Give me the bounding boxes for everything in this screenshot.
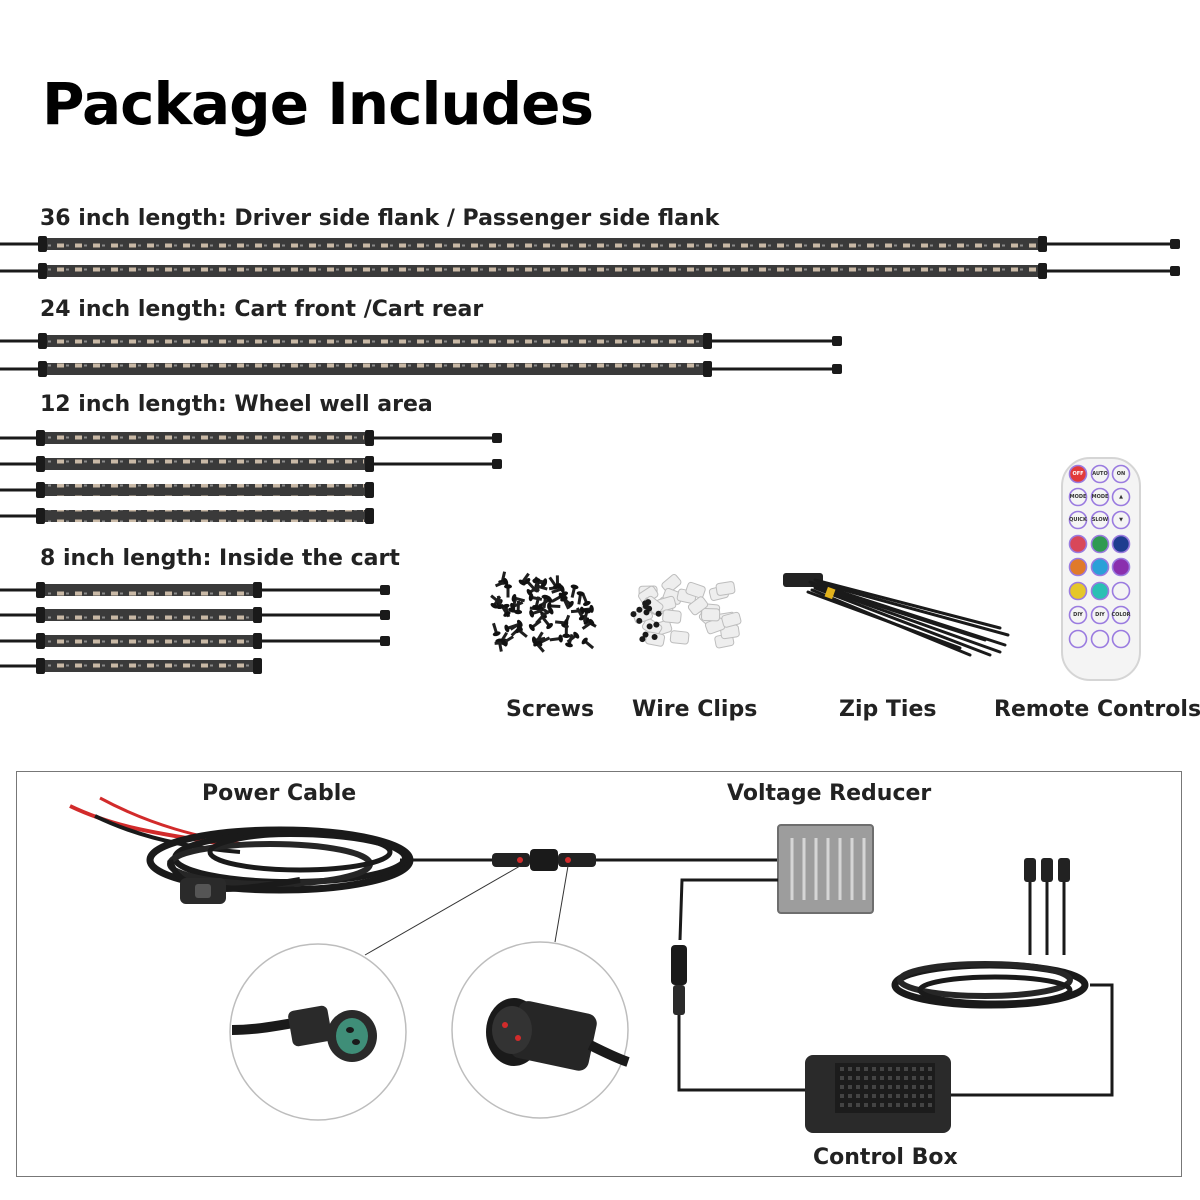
wire-clips-label: Wire Clips bbox=[632, 697, 758, 722]
led-strip bbox=[0, 508, 374, 524]
remote-button-label: DIY bbox=[1095, 612, 1105, 618]
led-strip bbox=[0, 633, 390, 649]
led-strip bbox=[0, 263, 1180, 279]
voltage-reducer-icon bbox=[678, 824, 874, 941]
remote-button-label: SLOW bbox=[1091, 517, 1109, 523]
led-strip bbox=[0, 658, 262, 674]
led-strip bbox=[0, 333, 842, 349]
control-box-icon bbox=[805, 983, 1114, 1133]
strip-group-24-label: 24 inch length: Cart front /Cart rear bbox=[40, 297, 484, 322]
remote-controls-label: Remote Controls bbox=[994, 697, 1200, 722]
connector-closeup-right-icon bbox=[451, 941, 630, 1119]
remote-button-label: DIY bbox=[1073, 612, 1083, 618]
strips-canvas bbox=[0, 236, 1180, 674]
screws-label: Screws bbox=[506, 697, 595, 722]
remote-button-label: MODE bbox=[1091, 494, 1109, 500]
wire-clips-icon bbox=[630, 574, 742, 649]
inline-connector-icon bbox=[364, 849, 782, 956]
page-title: Package Includes bbox=[42, 70, 594, 138]
accessories-canvas bbox=[490, 457, 1141, 681]
zip-ties-label: Zip Ties bbox=[839, 697, 937, 722]
wiring-diagram-frame bbox=[16, 771, 1182, 1177]
strip-group-36-label: 36 inch length: Driver side flank / Pass… bbox=[40, 206, 720, 231]
led-strip bbox=[0, 361, 842, 377]
remote-button-label: COLOR bbox=[1111, 612, 1131, 618]
remote-button-label: ▼ bbox=[1119, 517, 1123, 523]
screws-icon bbox=[490, 571, 597, 653]
led-strip bbox=[0, 456, 502, 472]
led-strip bbox=[0, 482, 374, 498]
remote-control-icon bbox=[1061, 457, 1141, 681]
power-cable-label: Power Cable bbox=[202, 781, 357, 806]
remote-button-label: MODE bbox=[1069, 494, 1087, 500]
led-strip bbox=[0, 236, 1180, 252]
remote-button-label: ON bbox=[1116, 471, 1126, 477]
connector-closeup-left-icon bbox=[229, 943, 407, 1121]
led-strip bbox=[0, 430, 502, 446]
output-cable-icon bbox=[891, 858, 1089, 1009]
led-strip bbox=[0, 607, 390, 623]
remote-button-label: OFF bbox=[1072, 471, 1084, 477]
led-strip bbox=[0, 582, 390, 598]
control-box-label: Control Box bbox=[813, 1145, 958, 1170]
voltage-reducer-label: Voltage Reducer bbox=[727, 781, 932, 806]
strip-group-8-label: 8 inch length: Inside the cart bbox=[40, 546, 400, 571]
strip-group-12-label: 12 inch length: Wheel well area bbox=[40, 392, 433, 417]
remote-button-label: ▲ bbox=[1119, 494, 1123, 500]
zip-ties-icon bbox=[783, 573, 1010, 657]
remote-button-label: QUICK bbox=[1069, 517, 1087, 523]
reducer-connector-icon bbox=[671, 945, 810, 1092]
power-cable-icon bbox=[69, 796, 495, 904]
remote-button-label: AUTO bbox=[1092, 471, 1108, 477]
